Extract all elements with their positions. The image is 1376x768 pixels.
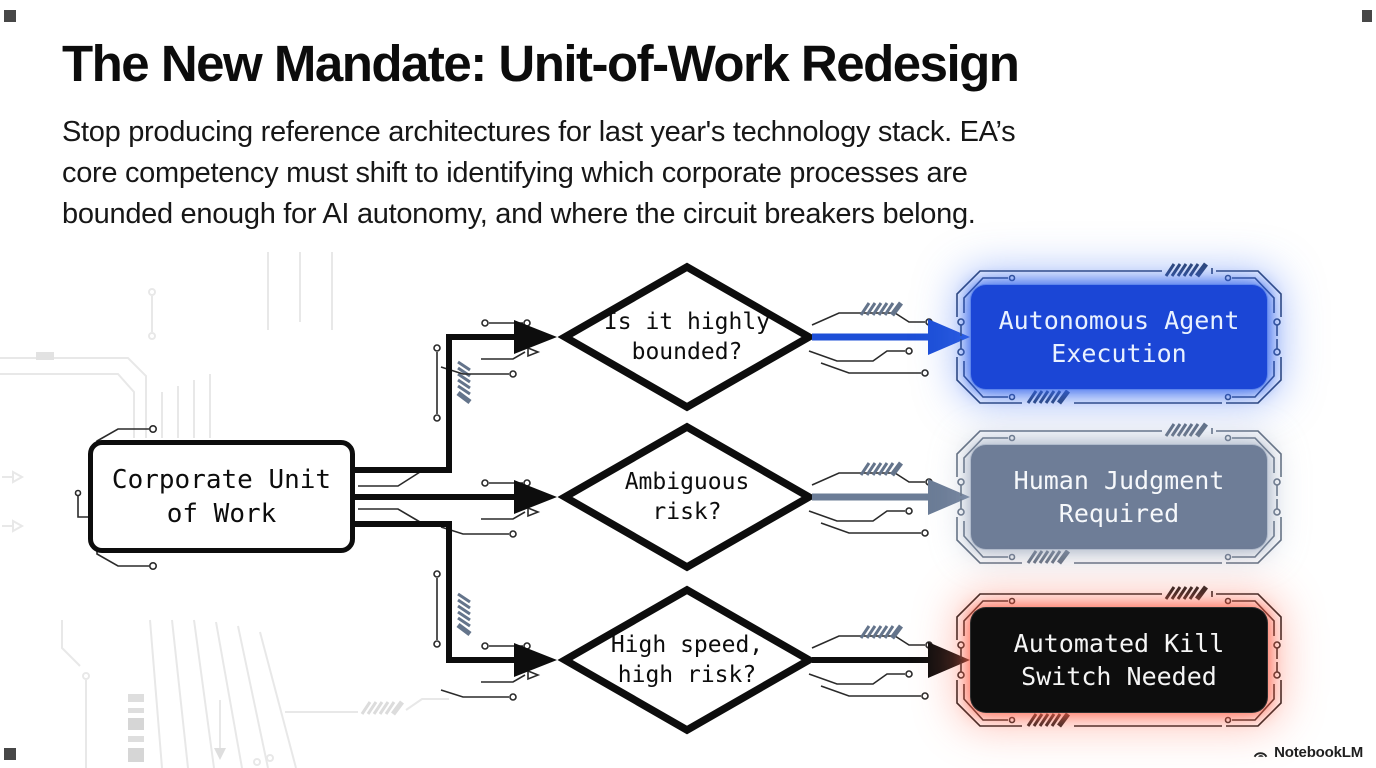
diamond-speed: [557, 585, 817, 735]
outcome-connectors: [812, 319, 970, 678]
outcome-label-line: Autonomous Agent: [998, 306, 1240, 335]
corner-marks: [4, 10, 1372, 760]
notebooklm-watermark: NotebookLM: [1252, 744, 1363, 761]
notebooklm-logo-icon: [1253, 752, 1268, 758]
outcome-label-line: Execution: [1051, 339, 1187, 368]
outcome-label-line: Switch Needed: [1021, 662, 1217, 691]
arrowhead-human: [928, 479, 970, 515]
decision-diamonds: [557, 262, 817, 735]
subtitle: Stop producing reference architectures f…: [62, 112, 1362, 235]
diamond-ambiguous: [557, 422, 817, 572]
node-label-line: Corporate Unit: [111, 464, 332, 495]
diamond-arrowheads: [514, 320, 557, 677]
page-title: The New Mandate: Unit-of-Work Redesign: [62, 35, 1020, 92]
arrowhead-autonomous: [928, 319, 970, 355]
outcome-autonomous-agent-execution: Autonomous Agent Execution: [970, 284, 1268, 390]
outcome-label-line: Human Judgment: [1013, 466, 1225, 495]
node-label-line: of Work: [166, 498, 277, 529]
arrowhead-killswitch: [928, 642, 970, 678]
subtitle-line: Stop producing reference architectures f…: [62, 116, 1016, 148]
outcome-automated-kill-switch: Automated Kill Switch Needed: [970, 607, 1268, 713]
subtitle-line: bounded enough for AI autonomy, and wher…: [62, 198, 976, 230]
node-corporate-unit-of-work: Corporate Unit of Work: [88, 440, 355, 553]
connector-top: [352, 334, 516, 473]
background-circuit-traces: [0, 252, 449, 768]
notebooklm-brand-text: NotebookLM: [1274, 744, 1363, 761]
outcome-label-line: Required: [1058, 499, 1180, 528]
outcome-human-judgment-required: Human Judgment Required: [970, 444, 1268, 550]
connector-bottom: [352, 521, 516, 663]
diamond-bounded: [557, 262, 817, 412]
subtitle-line: core competency must shift to identifyin…: [62, 157, 968, 189]
source-connectors: [352, 334, 516, 663]
outcome-label-line: Automated Kill: [1013, 629, 1225, 658]
